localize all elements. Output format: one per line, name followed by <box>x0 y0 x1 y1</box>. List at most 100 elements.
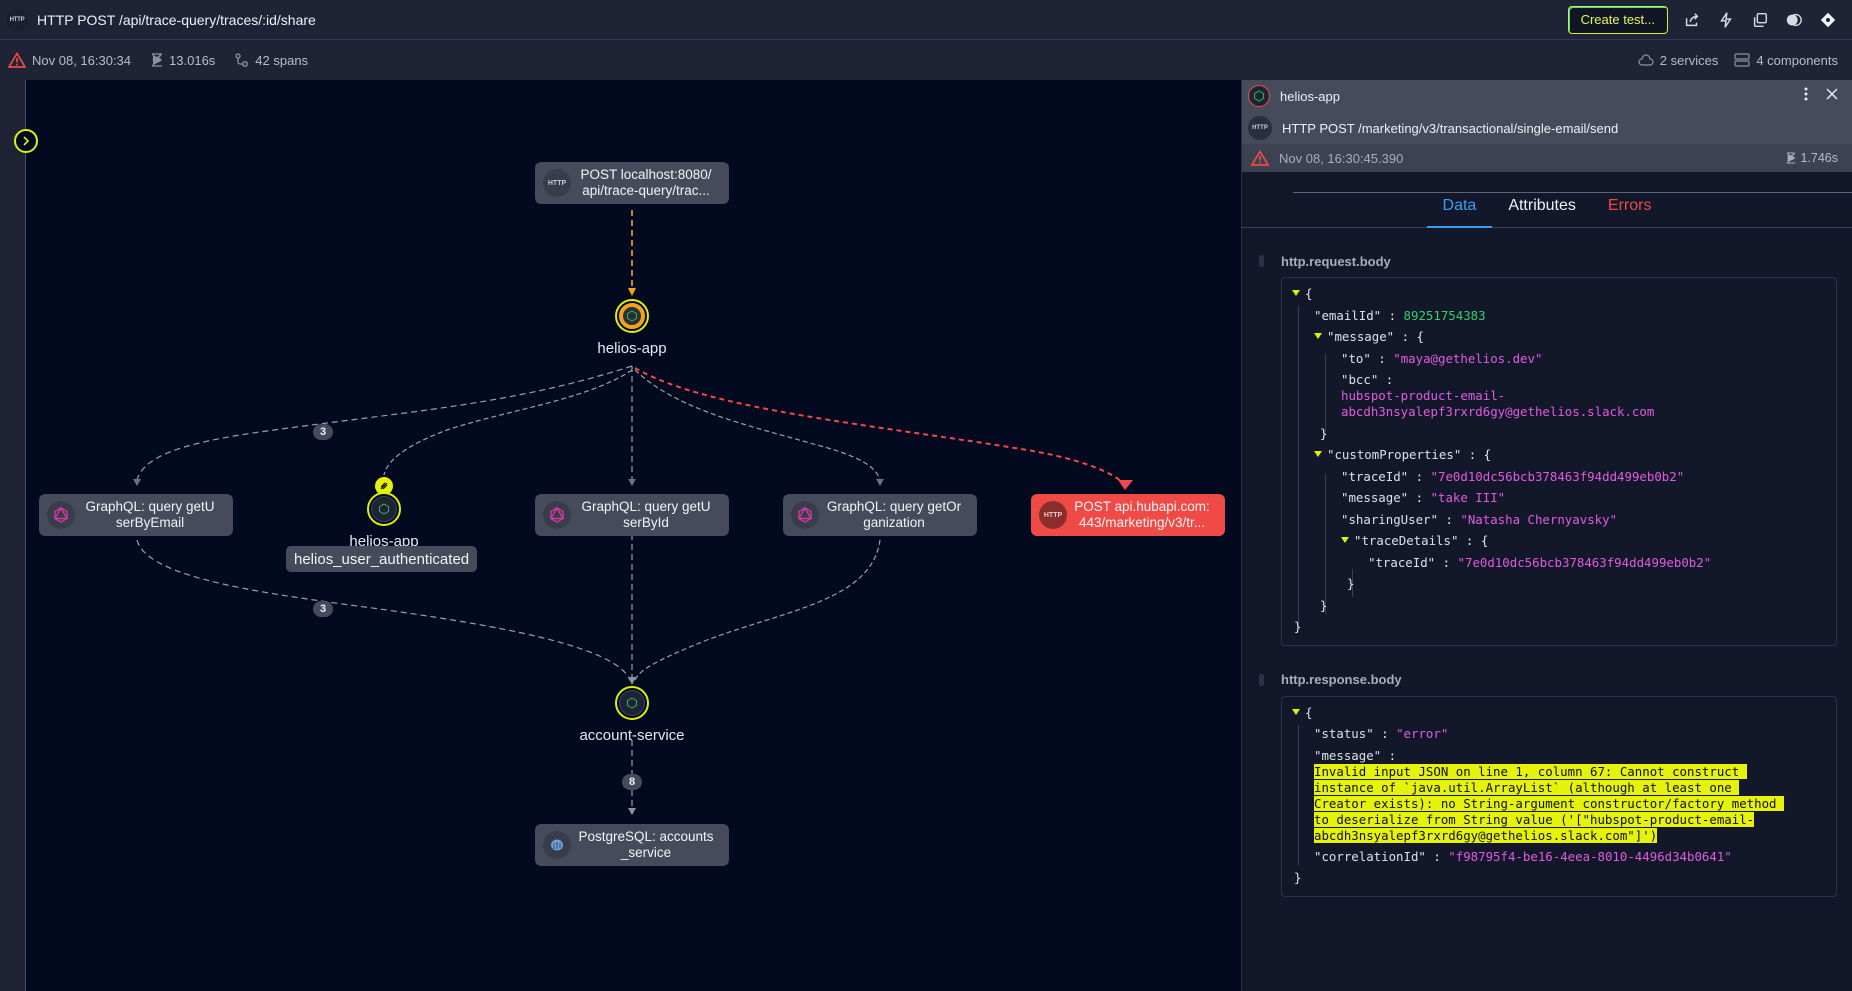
edge-helios-hubapi <box>634 367 1126 486</box>
event-tag[interactable]: helios_user_authenticated <box>286 546 478 572</box>
edge-count-badge: 3 <box>313 424 333 440</box>
trace-title: HTTP POST /api/trace-query/traces/:id/sh… <box>37 11 316 28</box>
collapse-toggle[interactable] <box>1292 708 1300 715</box>
error-message-value: Invalid input JSON on line 1, column 67:… <box>1314 763 1784 843</box>
cloud-icon <box>1638 54 1654 66</box>
collapse-toggle[interactable] <box>1292 290 1300 296</box>
json-row: "correlationId" : "f98795f4-be16-4eea-80… <box>1314 848 1732 864</box>
arrow-postgres <box>628 808 636 815</box>
graphql-icon <box>543 501 571 529</box>
request-json-viewer: { "emailId" : 89251754383 "message" : { … <box>1281 277 1837 646</box>
nodejs-icon <box>619 690 645 716</box>
arrow-hubapi <box>1118 480 1133 490</box>
copy-icon[interactable] <box>1750 10 1770 30</box>
warning-icon <box>8 52 26 68</box>
trace-summary-bar: Nov 08, 16:30:34 13.016s 42 spans 2 serv… <box>0 40 1852 80</box>
json-row: "message" : <box>1314 747 1397 763</box>
arrow-gql-id <box>628 479 636 486</box>
http-icon: HTTP <box>6 8 28 31</box>
edge-gql-email-account <box>136 539 631 681</box>
span-operation: HTTP POST /marketing/v3/transactional/si… <box>1282 120 1619 136</box>
json-row: "traceId" : "7e0d10dc56bcb378463f94dd499… <box>1368 554 1712 570</box>
arrow-account <box>628 677 636 685</box>
arrow-gql-org <box>876 479 884 486</box>
close-panel-icon[interactable] <box>1826 87 1838 105</box>
edge-helios-gql-email <box>136 365 633 481</box>
trace-duration: 13.016s <box>151 53 215 68</box>
trace-timestamp: Nov 08, 16:30:34 <box>32 52 132 68</box>
drag-handle[interactable] <box>1259 255 1264 267</box>
collapse-toggle[interactable] <box>1314 333 1322 339</box>
http-icon: HTTP <box>543 169 571 197</box>
create-test-button[interactable]: Create test... <box>1567 5 1668 34</box>
json-row: "traceDetails" : { <box>1292 533 1826 549</box>
node-root-http[interactable]: HTTP POST localhost:8080/api/trace-query… <box>535 162 729 204</box>
node-helios-app-2[interactable]: helios-app <box>304 492 464 550</box>
node-postgresql-accounts[interactable]: PostgreSQL: accounts_service <box>535 824 729 866</box>
json-row: "message" : { <box>1292 329 1826 345</box>
section-title: http.request.body <box>1281 253 1391 269</box>
span-service-name: helios-app <box>1280 88 1340 104</box>
nodejs-icon <box>619 303 645 329</box>
hourglass-icon <box>1787 152 1796 164</box>
request-body-section: http.request.body { "emailId" : 89251754… <box>1259 251 1837 646</box>
span-count: 42 spans <box>235 53 308 68</box>
drag-handle[interactable] <box>1259 673 1264 686</box>
json-row: "to" : "maya@gethelios.dev" <box>1341 350 1543 366</box>
postgresql-icon <box>543 831 571 859</box>
warning-icon <box>1251 150 1269 166</box>
http-icon: HTTP <box>1039 501 1067 529</box>
span-duration: 1.746s <box>1786 151 1838 165</box>
tab-data[interactable]: Data <box>1426 191 1493 228</box>
expand-sidebar-button[interactable] <box>14 129 38 153</box>
span-header: helios-app HTTP HTTP POST /marketing/v3/… <box>1242 80 1852 193</box>
tab-errors[interactable]: Errors <box>1607 197 1652 214</box>
json-row: "sharingUser" : "Natasha Chernyavsky" <box>1341 511 1618 527</box>
arrow-gql-email <box>133 479 141 486</box>
trace-graph-canvas[interactable]: HTTP POST localhost:8080/api/trace-query… <box>27 80 1241 991</box>
lightning-icon[interactable] <box>1716 10 1736 30</box>
nodejs-service-icon <box>1248 85 1270 107</box>
json-row: "bcc" : <box>1341 372 1394 387</box>
components-count: 4 components <box>1734 53 1838 68</box>
error-status: Nov 08, 16:30:34 <box>8 52 131 68</box>
diamond-icon[interactable] <box>1818 10 1838 30</box>
span-details-panel: helios-app HTTP HTTP POST /marketing/v3/… <box>1241 80 1852 991</box>
more-options-icon[interactable] <box>1804 87 1808 106</box>
http-icon: HTTP <box>1248 116 1272 140</box>
graphql-icon <box>47 501 75 529</box>
json-row: "status" : "error" <box>1314 726 1449 741</box>
detail-tabs: Data Attributes Errors <box>1242 191 1852 228</box>
arrow-root-helios <box>628 288 636 296</box>
chevron-right-icon <box>23 136 30 146</box>
span-timestamp: Nov 08, 16:30:45.390 <box>1279 150 1404 166</box>
edge-count-badge: 3 <box>313 601 333 617</box>
share-icon[interactable] <box>1682 10 1702 30</box>
left-rail <box>0 80 26 991</box>
graph-edges <box>133 210 1133 815</box>
edge-gql-org-account <box>634 539 881 681</box>
node-hubapi-http-error[interactable]: HTTP POST api.hubapi.com:443/marketing/v… <box>1031 494 1225 536</box>
divider <box>1293 192 1852 193</box>
spans-icon <box>235 53 248 67</box>
collapse-toggle[interactable] <box>1314 451 1322 457</box>
node-helios-app[interactable]: helios-app <box>552 299 712 357</box>
custom-event-icon <box>375 477 393 495</box>
response-json-viewer: { "status" : "error" "message" : Invalid… <box>1281 695 1837 897</box>
edge-helios-helios2 <box>383 369 633 476</box>
json-row: "message" : "take III" <box>1341 490 1506 505</box>
top-bar: HTTP HTTP POST /api/trace-query/traces/:… <box>0 0 1852 40</box>
collapse-toggle[interactable] <box>1341 537 1349 543</box>
json-row: "traceId" : "7e0d10dc56bcb378463f94dd499… <box>1341 468 1685 484</box>
section-title: http.response.body <box>1281 672 1402 687</box>
json-row: "customProperties" : { <box>1292 447 1826 463</box>
tab-attributes[interactable]: Attributes <box>1508 197 1576 214</box>
node-account-service[interactable]: account-service <box>552 686 712 744</box>
theme-toggle-icon[interactable] <box>1784 10 1804 30</box>
json-row: "emailId" : 89251754383 <box>1314 307 1486 323</box>
nodejs-icon <box>371 496 397 522</box>
graphql-icon <box>791 501 819 529</box>
